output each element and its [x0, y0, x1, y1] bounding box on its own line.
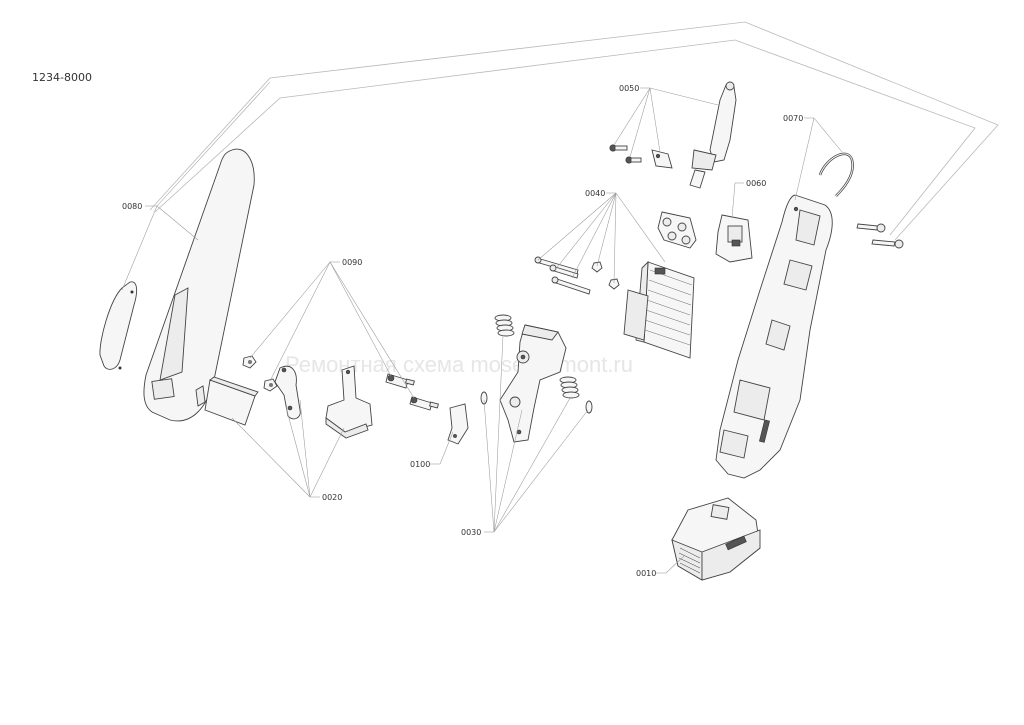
model-number: 1234-8000: [32, 71, 92, 84]
part-0070-main-housing: [715, 194, 833, 479]
label-0090: 0090: [342, 258, 362, 267]
part-0070-screw-top: [856, 223, 886, 233]
part-0100-clip: [447, 403, 469, 445]
label-0060: 0060: [746, 179, 766, 188]
watermark-text: Ремонтная схема moser-remont.ru: [285, 352, 633, 377]
part-0040-pins: [534, 256, 620, 295]
part-0080-badge-plate: [99, 281, 138, 370]
part-0020-pad: [204, 376, 259, 426]
part-0040-coil: [623, 260, 695, 359]
part-number-labels: 0080 0090 0020 0100 0030 0040 0050 0060 …: [122, 84, 803, 578]
part-0030-spring-right: [559, 376, 580, 399]
label-0030: 0030: [461, 528, 481, 537]
label-0050: 0050: [619, 84, 639, 93]
label-0100: 0100: [410, 460, 430, 469]
assembly-frame-lines: [149, 21, 999, 241]
part-0060-switch: [715, 214, 753, 263]
part-0030-washer-left: [480, 391, 488, 405]
label-0080: 0080: [122, 202, 142, 211]
part-0090-nut-b: [263, 378, 278, 392]
label-0070: 0070: [783, 114, 803, 123]
part-0030-spring-left: [494, 314, 515, 337]
part-0070-screw-bottom: [871, 239, 904, 249]
part-0050-screws: [609, 144, 673, 169]
part-0010-blade-set: [671, 497, 761, 581]
label-0010: 0010: [636, 569, 656, 578]
part-0030-washer-right: [585, 400, 593, 414]
part-0030-armature-body: [499, 324, 567, 443]
part-0070-spring-hook: [818, 152, 854, 197]
part-0020-bracket-left: [274, 365, 301, 420]
label-0040: 0040: [585, 189, 605, 198]
part-0090-nut-a: [242, 355, 257, 369]
part-0050-shaft: [689, 81, 737, 189]
part-0090-pin-b: [409, 396, 439, 411]
leader-lines: [121, 81, 843, 574]
part-0020-bracket-right: [325, 365, 373, 439]
label-0020: 0020: [322, 493, 342, 502]
part-0080-housing-cover: [143, 148, 255, 422]
part-0040-connector-block: [657, 211, 697, 249]
